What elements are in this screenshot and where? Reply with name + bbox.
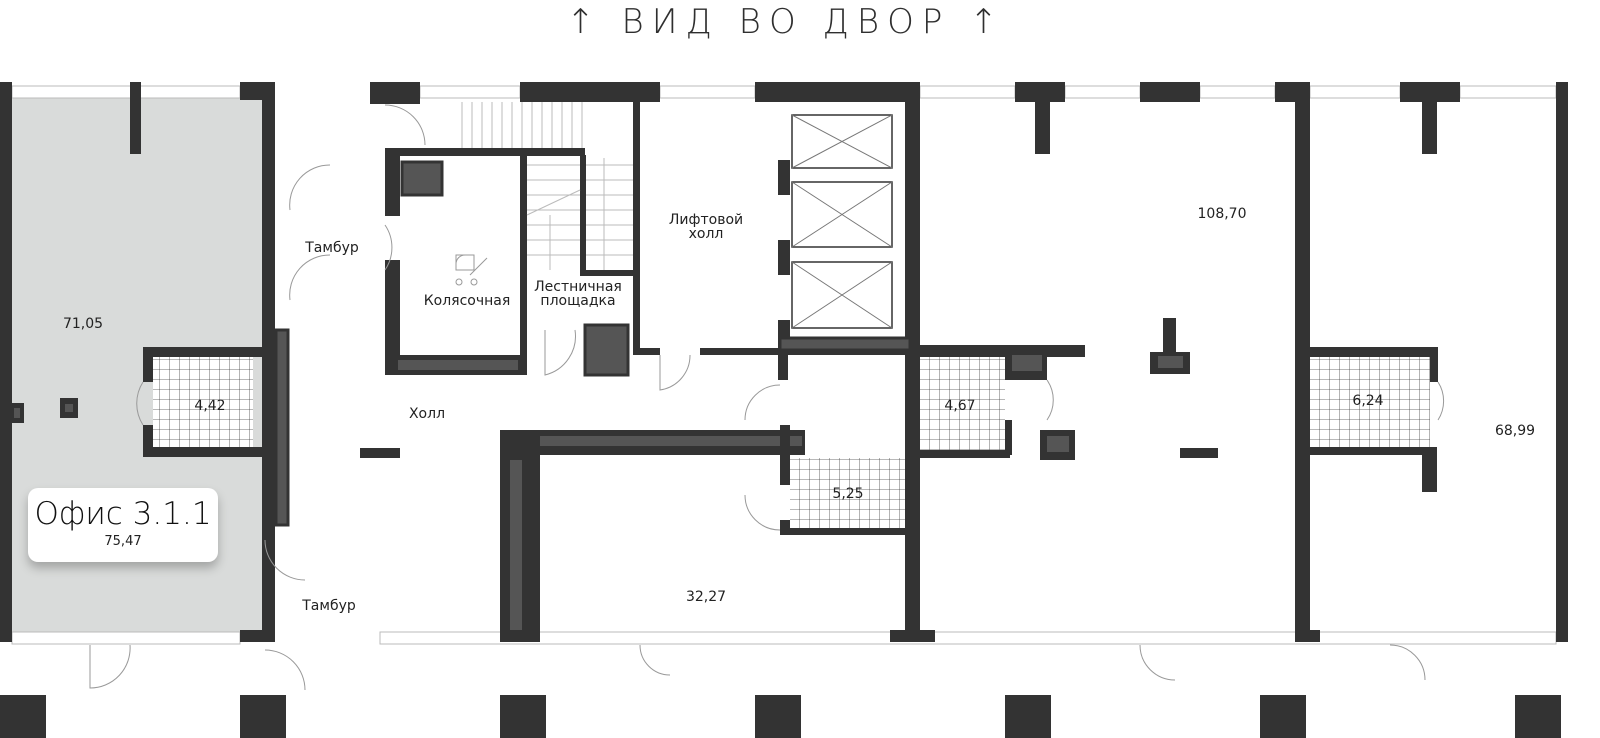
arrow-up-icon: ↑	[566, 2, 603, 42]
label-hall: Холл	[409, 406, 445, 422]
area-room-bottom: 32,27	[686, 589, 726, 605]
stroller-icon	[455, 254, 488, 286]
walls	[0, 82, 1568, 642]
area-wc-525: 5,25	[832, 486, 863, 502]
area-room-right: 68,99	[1495, 423, 1535, 439]
bathroom-tiles	[153, 357, 1430, 528]
arrow-up-icon: ↑	[969, 2, 1006, 42]
exterior-columns	[0, 695, 1561, 738]
view-direction-title: ↑ ВИД ВО ДВОР ↑	[0, 0, 1572, 44]
area-office-wc: 4,42	[194, 398, 225, 414]
area-room-large: 108,70	[1198, 206, 1247, 222]
label-stair-landing-2: площадка	[540, 293, 615, 309]
area-office-main: 71,05	[63, 316, 103, 332]
room-labels: 71,05 4,42 Тамбур Колясочная Лестничная …	[63, 206, 1535, 614]
area-wc-467: 4,67	[944, 398, 975, 414]
doors	[89, 104, 1445, 691]
office-area-value: 75,47	[104, 534, 142, 549]
elevator-shafts	[791, 114, 893, 329]
area-wc-624: 6,24	[1352, 393, 1383, 409]
title-text: ВИД ВО ДВОР	[621, 2, 951, 42]
label-stroller-room: Колясочная	[424, 293, 511, 309]
label-tambur-bottom: Тамбур	[301, 598, 356, 614]
label-stair-landing: Лестничная	[534, 279, 622, 295]
label-tambur-top: Тамбур	[304, 240, 359, 256]
office-info-card[interactable]: Офис 3.1.1 75,47	[28, 488, 218, 562]
label-lift-hall: Лифтовой	[669, 212, 743, 228]
label-lift-hall-2: холл	[689, 226, 724, 242]
staircase	[461, 102, 633, 270]
office-name: Офис 3.1.1	[34, 496, 212, 532]
